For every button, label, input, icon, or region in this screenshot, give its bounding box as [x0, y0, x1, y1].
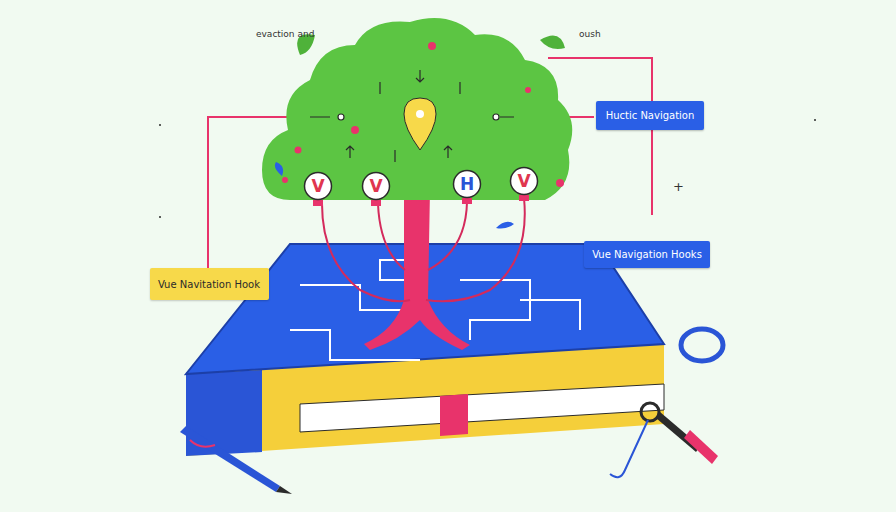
annotation-text: oush: [579, 29, 601, 39]
plus-sign: +: [673, 179, 684, 194]
box-label: Vue Navigation Hooks: [592, 249, 702, 260]
bulb-node: V: [361, 171, 391, 201]
decor-dots: [159, 119, 816, 254]
process-box: Vue Navitation Hook: [150, 268, 269, 300]
box-label: Vue Navitation Hook: [158, 279, 260, 290]
process-box: Huctic Navigation: [596, 101, 704, 130]
box-label: Huctic Navigation: [606, 110, 695, 121]
hook-tool: [610, 403, 718, 477]
bulb-caps: [313, 195, 529, 206]
annotation-text: evaction and: [256, 29, 314, 39]
process-box: Vue Navigation Hooks: [584, 241, 710, 268]
magnifier-ring: [681, 329, 723, 361]
bulb-letter: V: [517, 171, 530, 191]
bulb-node: V: [303, 171, 333, 201]
bulb-node: V: [509, 166, 539, 196]
bulb-letter: V: [369, 176, 382, 196]
bulb-letter: H: [460, 174, 474, 194]
bulb-node: H: [452, 169, 482, 199]
bulb-letter: V: [311, 176, 324, 196]
tree-canopy: [262, 18, 572, 228]
tree-trunk: [322, 190, 525, 350]
pencil: [180, 426, 292, 494]
